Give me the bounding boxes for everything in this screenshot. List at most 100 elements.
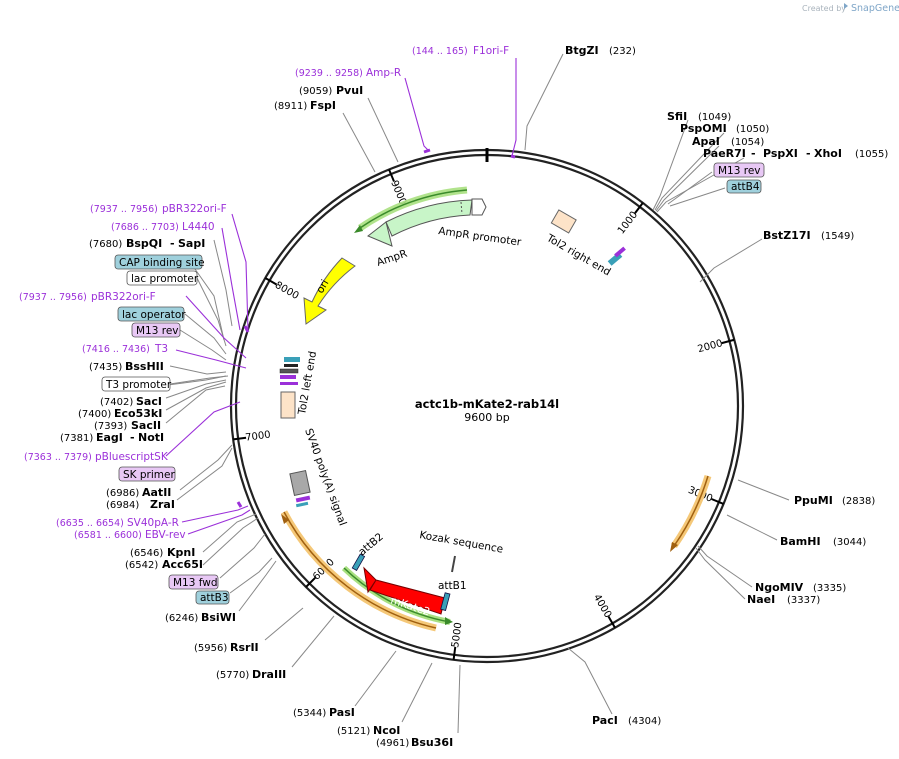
attb1-label: attB1 [438, 580, 467, 592]
green-arc-bottom-line [343, 567, 451, 623]
enzyme-eco53ki: Eco53kI [114, 407, 162, 420]
attb4-marks [607, 246, 626, 266]
enzyme-pspxi-dash: - [751, 147, 756, 160]
enzyme-ngomiv: NgoMIV [755, 581, 804, 594]
enzyme-sapi-dash: - [170, 237, 175, 250]
enzyme-pspomi: PspOMI [680, 122, 727, 135]
enzyme-eco53ki-pos: (7400) [78, 409, 111, 420]
primer-l4440-range: (7686 .. 7703) [111, 222, 179, 233]
ampr-feature [385, 199, 473, 237]
enzyme-pspomi-pos: (1050) [736, 124, 769, 135]
enzyme-kpni-pos: (6546) [130, 548, 163, 559]
orange-arc-left-line [283, 511, 437, 629]
enzyme-bamhi-pos: (3044) [833, 537, 866, 548]
enzyme-pasi-pos: (5344) [293, 708, 326, 719]
t3promoter-box [101, 376, 171, 392]
primer-t3: T3 [154, 343, 168, 355]
enzyme-bspqi-pos: (7680) [89, 239, 122, 250]
enzyme-ppumi: PpuMI [794, 494, 833, 507]
t3promoter-label: T3 promoter [105, 379, 172, 391]
tick-label: 8000 [273, 280, 301, 302]
lacpromoter-label: lac promoter [131, 273, 199, 285]
tick-mark [233, 436, 247, 441]
ampr-promoter-feature [471, 198, 487, 216]
primer-sv40par: SV40pA-R [127, 517, 179, 529]
enzyme-sapi: SapI [178, 237, 205, 250]
sv40-label: SV40 poly(A) signal [302, 427, 348, 527]
enzyme-draiii-pos: (5770) [216, 670, 249, 681]
ampr-highlight-arrow [354, 225, 363, 233]
enzyme-acc65i: Acc65I [162, 558, 203, 571]
tick-mark [305, 577, 316, 588]
enzyme-bsiwi-pos: (6246) [165, 613, 198, 624]
primer-leader-lines [165, 58, 517, 535]
enzyme-bamhi: BamHI [780, 535, 821, 548]
ori-feature [303, 257, 356, 325]
lacoperator-box [117, 306, 185, 322]
attb1-mark [440, 592, 451, 611]
tol2-right-label: Tol2 right end [544, 232, 613, 279]
enzyme-rsrii: RsrII [230, 641, 259, 654]
enzyme-bsu36i-pos: (4961) [376, 738, 409, 749]
enzyme-paci-pos: (4304) [628, 716, 661, 727]
orange-arc-left-arrow [281, 514, 289, 524]
ori-label: ori [314, 278, 331, 296]
enzyme-sfii: SfiI [667, 110, 687, 123]
map-title: actc1b-mKate2-rab14l [415, 397, 559, 411]
lacoperator-label: lac operator [122, 309, 186, 321]
attb4-label: attB4 [731, 181, 760, 193]
tick-mark [721, 338, 735, 345]
enzyme-kpni: KpnI [167, 546, 195, 559]
sv40-primer-mark [295, 495, 311, 503]
tick-label: 7000 [245, 430, 272, 444]
map-size: 9600 bp [464, 411, 509, 424]
tick-label: 2000 [697, 338, 724, 355]
enzyme-noti-dash: - [130, 431, 135, 444]
attb2-mark [351, 553, 366, 571]
primer-marks [236, 148, 516, 508]
enzyme-zrai: ZraI [150, 498, 175, 511]
enzyme-xhoi: XhoI [814, 147, 842, 160]
tick-mark [607, 615, 616, 629]
enzyme-bsshii-pos: (7435) [89, 362, 122, 373]
m13rev-box-top [713, 162, 765, 178]
enzyme-ncoi-pos: (5121) [337, 726, 370, 737]
primer-ampr: Amp-R [366, 67, 401, 79]
mkate2-feature [363, 566, 446, 615]
tick-mark [388, 169, 395, 182]
enzyme-naei-pos: (3337) [787, 595, 820, 606]
enzyme-ncoi: NcoI [373, 724, 400, 737]
green-arc-bottom-arrow [445, 617, 453, 625]
kozak-mark [451, 555, 456, 573]
enzyme-pvui-pos: (9059) [299, 86, 332, 97]
enzyme-paer7i-pos: (1055) [855, 149, 888, 160]
enzyme-xhoi-dash: - [806, 147, 811, 160]
primer-ampr-range: (9239 .. 9258) [295, 68, 363, 79]
enzyme-rsrii-pos: (5956) [194, 643, 227, 654]
enzyme-bsshii: BssHII [125, 360, 164, 373]
tick-label: 1000 [616, 210, 640, 237]
m13rev-label-left: M13 rev [136, 325, 179, 337]
enzyme-draiii: DraIII [252, 668, 286, 681]
enzyme-btgzi-pos: (232) [609, 46, 636, 57]
capsite-box [114, 254, 203, 270]
primer-pbr322ori: pBR322ori-F [162, 203, 227, 215]
attb3-label: attB3 [200, 592, 229, 604]
primer-f1ori-range: (144 .. 165) [412, 46, 468, 57]
orange-arc-right-arrow [670, 542, 678, 552]
tick-label: 5000 [450, 622, 464, 649]
tick-mark [634, 202, 644, 214]
enzyme-sacii: SacII [131, 419, 161, 432]
enzyme-bspqi: BspQI [126, 237, 162, 250]
tol2-left-cluster [279, 357, 300, 419]
enzyme-eagi: EagI [96, 431, 123, 444]
kozak-label: Kozak sequence [418, 529, 504, 556]
m13fwd-box [168, 574, 219, 590]
primer-pbluescriptsk-range: (7363 .. 7379) [24, 452, 92, 463]
tick-mark [264, 277, 278, 286]
enzyme-saci: SacI [136, 395, 162, 408]
skprimer-label: SK primer [123, 469, 175, 481]
ampr-promoter-label: AmpR promoter [438, 225, 523, 249]
created-by-text: Created by [802, 4, 846, 13]
